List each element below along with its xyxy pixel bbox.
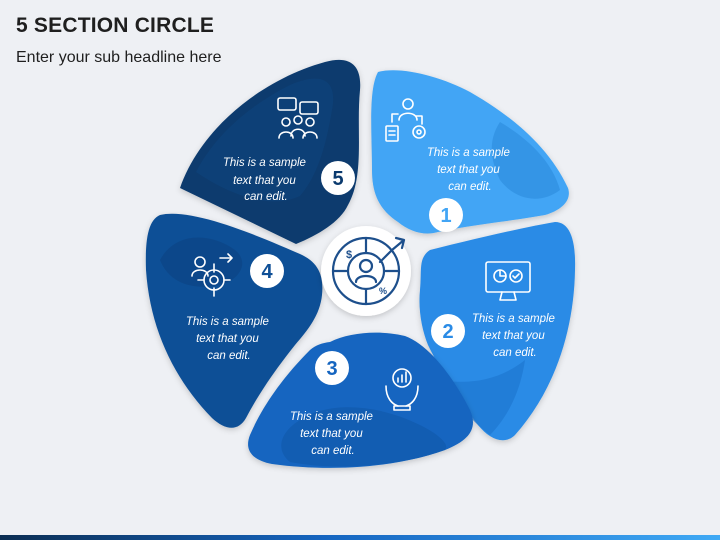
svg-text:$: $ [346,249,352,261]
segment-4: This is a sample text that you can edit.… [145,213,323,428]
segment-1: This is a sample text that you can edit.… [371,70,569,234]
finance-growth-icon: $ % [331,236,406,306]
hand-growth-chart-icon [385,368,419,411]
badge-1: 1 [429,198,463,232]
user-gear-icon [385,98,426,142]
badge-4-number: 4 [261,261,273,283]
badge-5-number: 5 [332,168,343,190]
segment-3-wave [281,407,447,467]
segment-3: This is a sample text that you can edit.… [248,332,473,468]
badge-5: 5 [321,161,355,195]
segment-5: This is a sample text that you can edit. [180,59,361,244]
segment-4-text: This is a sample text that you can edit. [186,316,272,362]
segment-2-wave [440,360,525,435]
badge-3: 3 [315,351,349,385]
center-hub: $ % [321,226,411,316]
badge-2: 2 [431,314,465,348]
segment-3-text: This is a sample text that you can edit. [290,411,376,457]
badge-4: 4 [250,254,284,288]
monitor-analytics-icon [485,261,531,301]
badge-3-number: 3 [326,358,337,380]
team-target-icon [191,253,233,297]
bottom-accent-bar [0,535,720,540]
badge-1-number: 1 [440,205,451,227]
segment-5-text: This is a sample text that you can edit. [223,157,309,203]
svg-text:%: % [379,286,387,296]
segment-5-wave [196,78,334,202]
page-subtitle: Enter your sub headline here [16,49,222,66]
segment-1-text: This is a sample text that you can edit. [427,147,513,193]
page-title: 5 SECTION CIRCLE [16,14,215,37]
group-chat-icon [277,97,319,139]
segment-2: This is a sample text that you can edit.… [419,222,576,441]
badge-2-number: 2 [442,321,453,343]
segment-2-text: This is a sample text that you can edit. [472,313,558,359]
segment-1-wave [491,122,560,199]
